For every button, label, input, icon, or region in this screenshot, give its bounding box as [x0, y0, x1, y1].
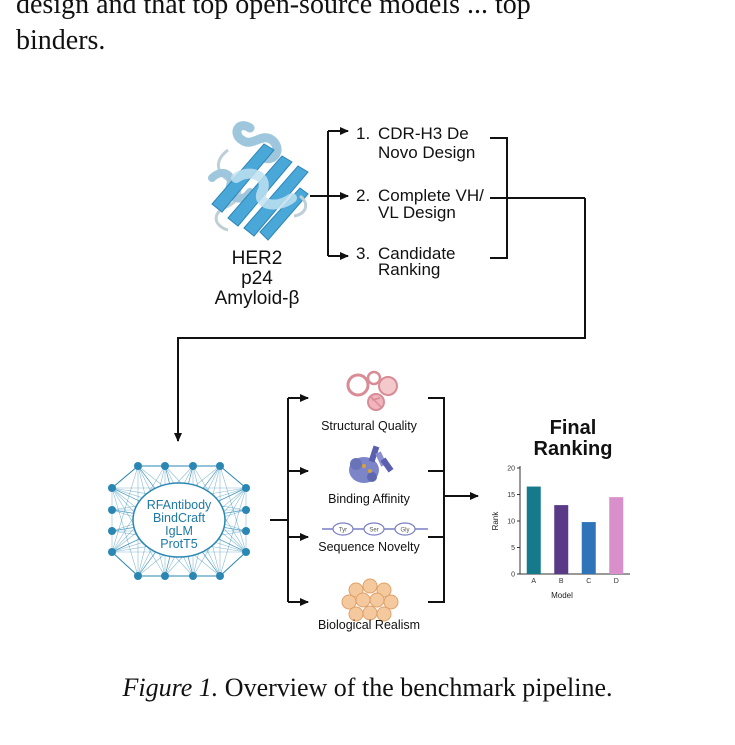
chart-x-tick-label: B [559, 578, 564, 585]
model-label: BindCraft [153, 511, 206, 525]
sequence-token: Ser [369, 528, 378, 534]
network-node [189, 572, 197, 580]
figure-caption: Figure 1. Overview of the benchmark pipe… [0, 673, 735, 703]
connector-arrow [174, 137, 586, 442]
task-label: Candidate [378, 244, 456, 263]
caption-text: Overview of the benchmark pipeline. [224, 673, 613, 702]
chart-y-tick-label: 0 [511, 572, 515, 579]
target-label: HER2 [232, 248, 283, 269]
chart-y-axis-label: Rank [491, 511, 500, 531]
chart-y-tick-label: 5 [511, 545, 515, 552]
model-label: RFAntibody [147, 498, 212, 512]
network-node [242, 484, 250, 492]
task-label: Ranking [378, 260, 440, 279]
chart-y-tick-label: 15 [507, 492, 515, 499]
metric-label: Binding Affinity [328, 492, 411, 506]
task-label: Complete VH/ [378, 186, 484, 205]
network-node [134, 462, 142, 470]
network-node [134, 572, 142, 580]
task-number: 1. [356, 124, 370, 143]
task-bracket-arrows [310, 127, 349, 260]
metric-bracket-arrows [270, 394, 479, 606]
caption-label: Figure 1. [122, 673, 219, 702]
final-ranking-title: Ranking [534, 438, 613, 460]
network-node [161, 462, 169, 470]
body-text-line-2: binders. [16, 25, 106, 57]
network-node [242, 506, 250, 514]
chart-x-tick-label: A [531, 578, 536, 585]
final-ranking-chart: 0 5 10 15 20A B C D [507, 466, 630, 585]
final-ranking-title: Final [550, 417, 597, 439]
sequence-icon: Tyr Ser Gly [322, 522, 428, 536]
model-oval [132, 482, 226, 558]
chart-y-tick-label: 20 [507, 466, 515, 473]
chart-x-tick-label: C [586, 578, 591, 585]
target-label: Amyloid-β [215, 288, 300, 309]
chart-bar [554, 505, 569, 574]
network-node [242, 548, 250, 556]
task-number: 2. [356, 186, 370, 205]
sequence-token: Tyr [339, 528, 347, 534]
network-node [108, 527, 116, 535]
task-number: 3. [356, 244, 370, 263]
metric-label: Biological Realism [318, 618, 420, 632]
task-label: Novo Design [378, 143, 475, 162]
target-label: p24 [241, 268, 273, 289]
network-node [108, 548, 116, 556]
cells-icon [341, 578, 399, 622]
chart-y-tick-label: 10 [507, 519, 515, 526]
task-label: VL Design [378, 203, 456, 222]
network-node [242, 527, 250, 535]
chart-x-axis-label: Model [551, 591, 573, 600]
metric-label: Sequence Novelty [318, 540, 420, 554]
protein-structure-icon [208, 121, 309, 241]
body-text-line-1: design and that top open-source models .… [16, 0, 531, 20]
model-label: IgLM [165, 524, 193, 538]
sequence-token: Gly [401, 528, 410, 534]
network-node [189, 462, 197, 470]
structure-icon [346, 370, 398, 411]
network-node [216, 572, 224, 580]
network-node [108, 484, 116, 492]
body-text: design and that top open-source models .… [16, 0, 531, 60]
model-label: ProtT5 [160, 537, 198, 551]
metric-label: Structural Quality [321, 419, 418, 433]
network-node [108, 506, 116, 514]
task-label: CDR-H3 De [378, 124, 469, 143]
chart-x-tick-label: D [614, 578, 619, 585]
network-node [161, 572, 169, 580]
network-node [216, 462, 224, 470]
chart-bar [581, 522, 596, 574]
chart-bar [526, 486, 541, 574]
task-list: 1. CDR-H3 De Novo Design 2. Complete VH/… [356, 124, 484, 279]
antibody-binding-icon [349, 445, 394, 483]
chart-bar [609, 497, 624, 574]
